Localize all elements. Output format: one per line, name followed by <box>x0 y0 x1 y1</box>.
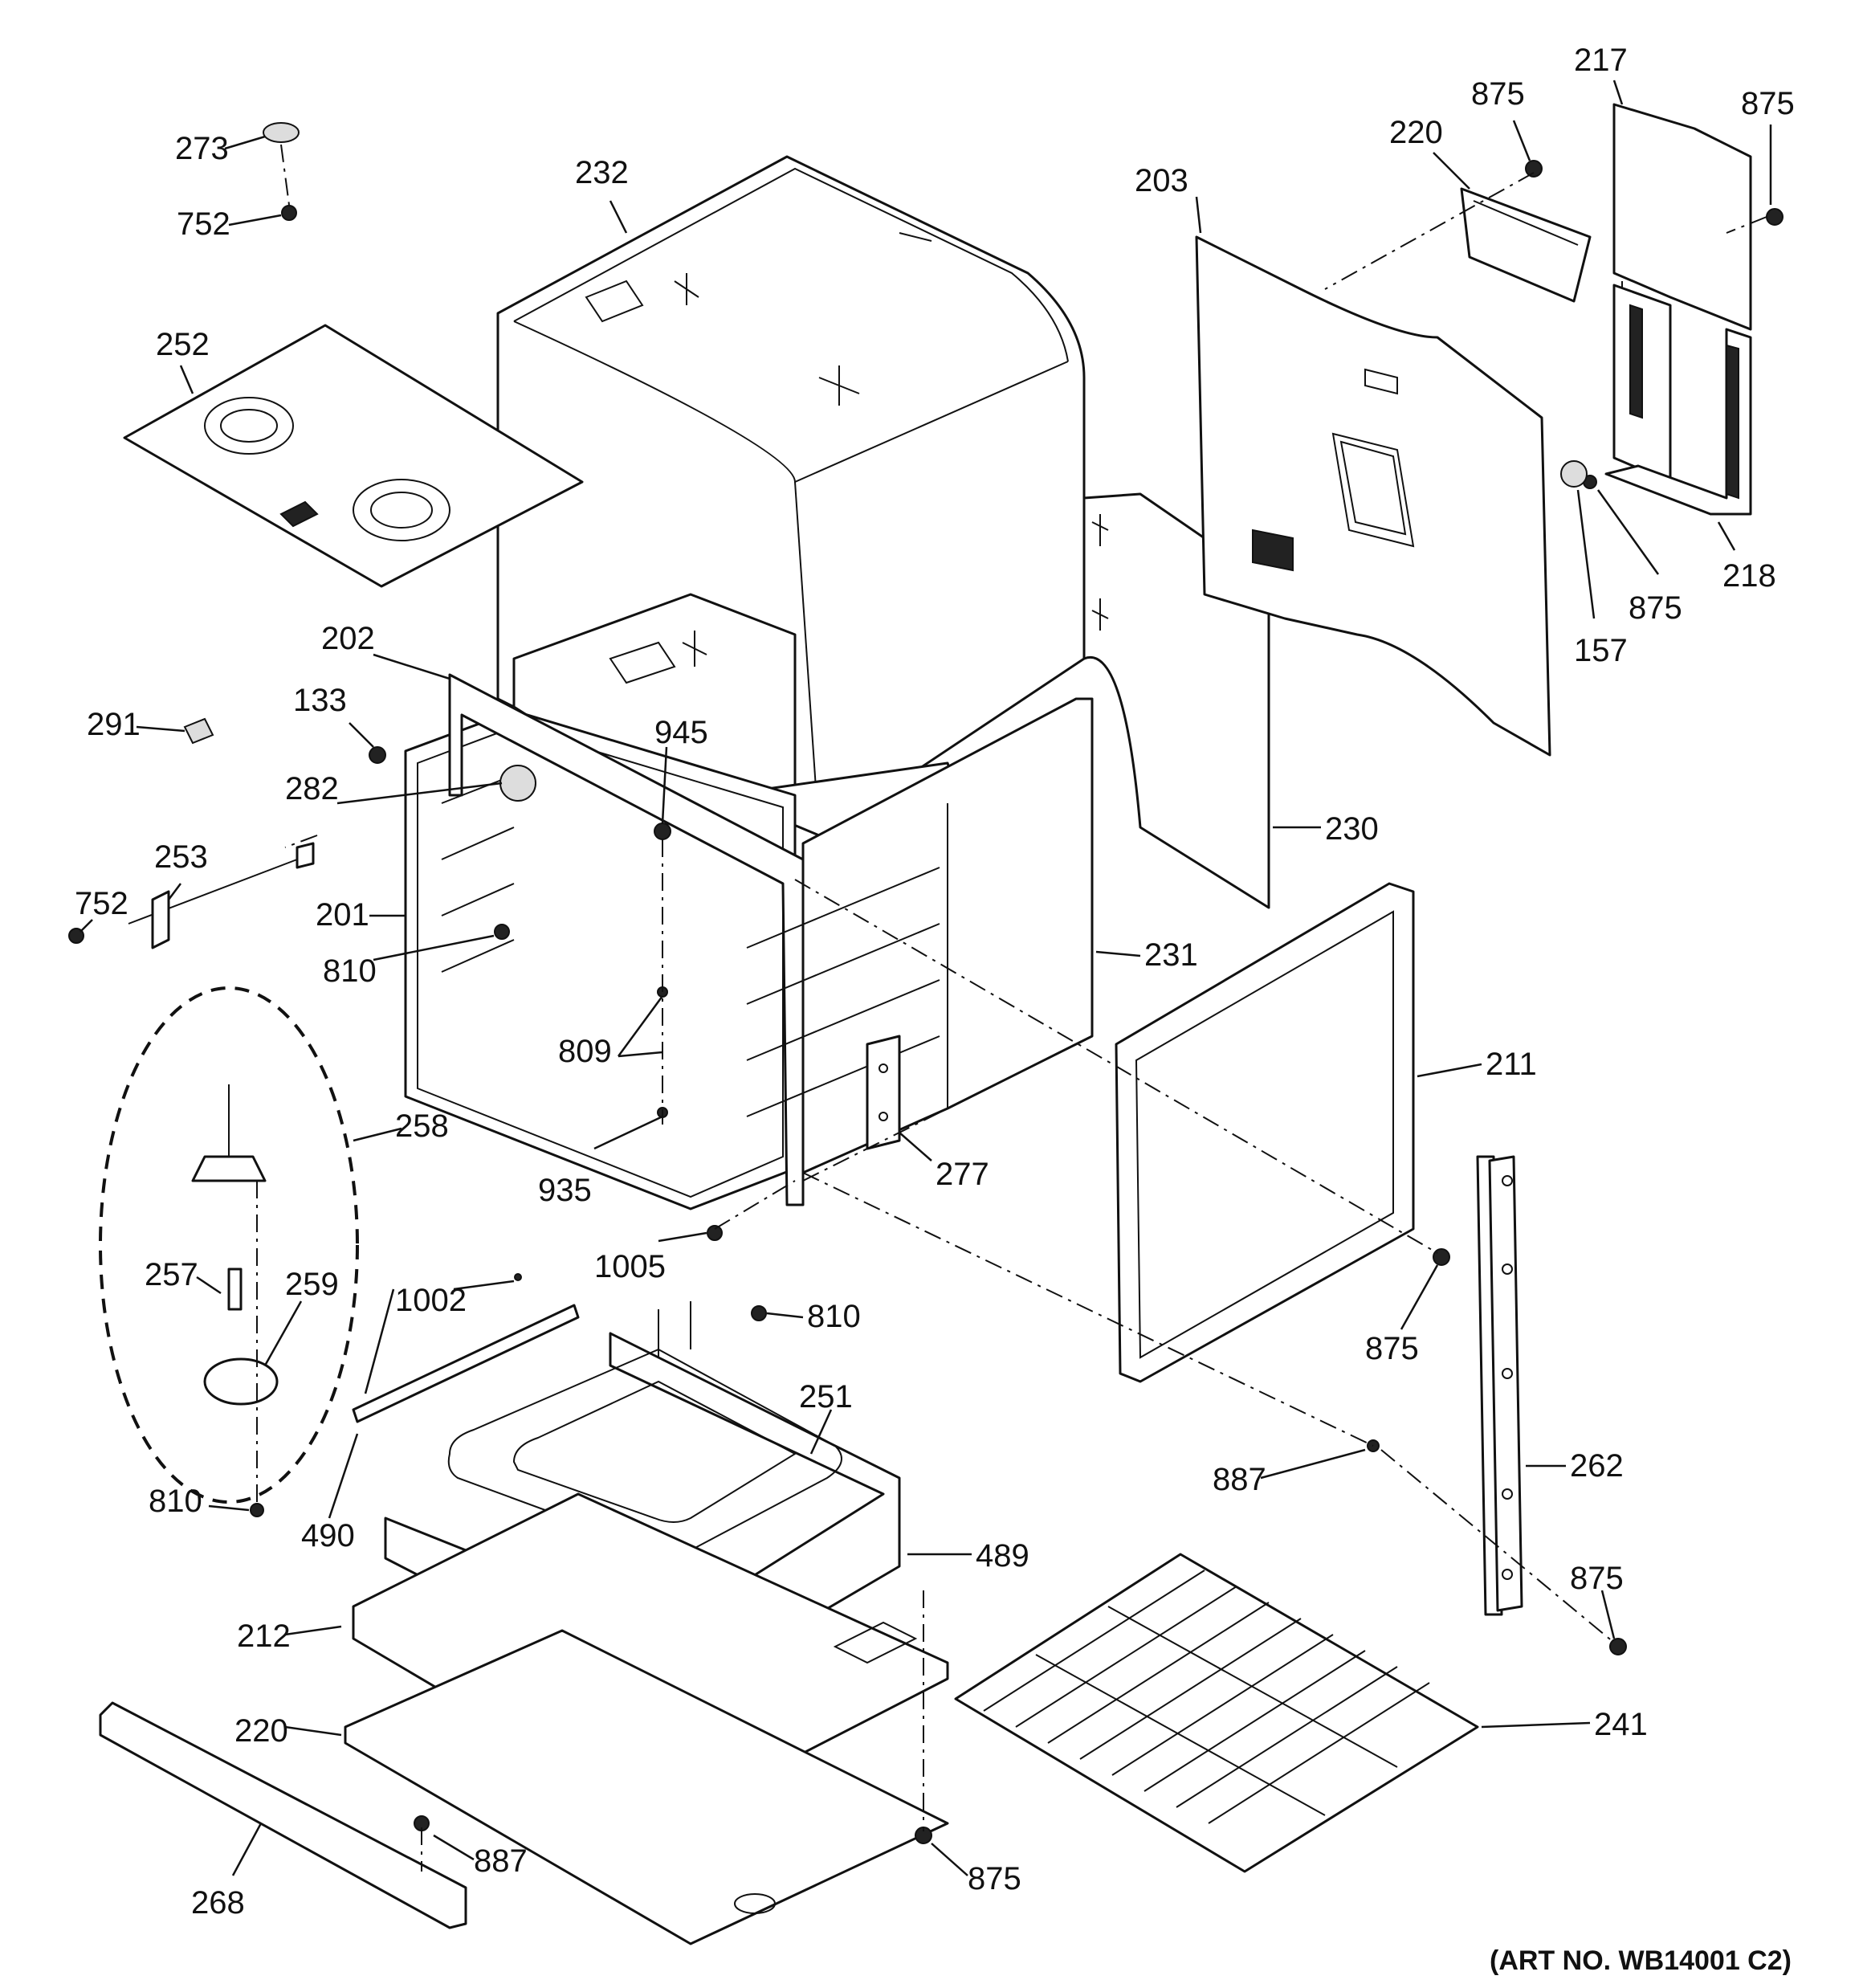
part-875-screw-e <box>1609 1638 1627 1655</box>
callout-211: 211 <box>1486 1047 1537 1082</box>
callout-887-b: 887 <box>474 1843 528 1879</box>
part-203-back-panel <box>1195 235 1551 757</box>
callout-218: 218 <box>1722 558 1776 594</box>
part-157-thermostat <box>1560 460 1588 488</box>
callout-935: 935 <box>538 1173 592 1208</box>
callout-875-d: 875 <box>1365 1331 1419 1366</box>
callout-220-b: 220 <box>234 1713 288 1749</box>
callout-230: 230 <box>1325 811 1379 847</box>
part-273-cap <box>263 122 300 143</box>
callout-133: 133 <box>293 683 347 718</box>
part-212-bottom-panel <box>352 1492 949 1825</box>
part-241-oven-rack <box>954 1553 1479 1873</box>
callout-273: 273 <box>175 131 229 166</box>
callout-810-a: 810 <box>323 953 377 989</box>
part-211-gasket <box>1115 882 1415 1383</box>
callout-875-a: 875 <box>1471 76 1525 112</box>
part-752-screw-a <box>281 205 297 221</box>
callout-labels: 273 752 232 252 202 133 291 282 945 253 … <box>75 43 1795 1921</box>
callout-259: 259 <box>285 1267 339 1302</box>
part-1005-bolt <box>707 1225 723 1241</box>
part-133-nut <box>369 746 386 764</box>
callout-875-c: 875 <box>1629 590 1682 626</box>
callout-291: 291 <box>87 707 141 742</box>
part-253-probe-rod <box>128 842 315 949</box>
part-277-hinge <box>866 1035 901 1150</box>
callout-201: 201 <box>316 897 369 933</box>
callout-282: 282 <box>285 771 339 806</box>
callout-241: 241 <box>1594 1707 1648 1742</box>
part-752-screw-b <box>68 928 84 944</box>
part-490-strip <box>352 1304 580 1423</box>
part-252-burner-plate <box>123 324 584 588</box>
callout-887-a: 887 <box>1213 1462 1266 1497</box>
part-232-outer-wrapper <box>496 155 1086 837</box>
part-810-screw-a <box>494 924 510 940</box>
callout-810-b: 810 <box>149 1484 202 1519</box>
part-220-bottom-panel <box>344 1629 949 1945</box>
assembly-lines <box>256 144 1767 1872</box>
part-220-bracket <box>1460 187 1592 303</box>
callout-268: 268 <box>191 1885 245 1921</box>
callout-258: 258 <box>395 1108 449 1144</box>
callout-810-c: 810 <box>807 1299 861 1334</box>
part-875-screw-a <box>1525 160 1543 178</box>
callout-202: 202 <box>321 621 375 656</box>
art-number: (ART NO. WB14001 C2) <box>1490 1945 1792 1976</box>
part-282-fan <box>499 765 536 802</box>
callout-157: 157 <box>1574 633 1628 668</box>
callout-875-f: 875 <box>968 1861 1021 1896</box>
fasteners <box>68 122 1784 1844</box>
callout-253: 253 <box>154 839 208 875</box>
part-258-sensor-group <box>99 986 359 1504</box>
part-810-screw-c <box>751 1305 767 1321</box>
part-875-screw-b <box>1766 208 1784 226</box>
callout-203: 203 <box>1135 163 1188 198</box>
callout-277: 277 <box>936 1157 989 1192</box>
callout-251: 251 <box>799 1379 853 1414</box>
part-875-screw-d <box>1433 1248 1450 1266</box>
callout-1002: 1002 <box>395 1283 467 1318</box>
part-251-broil-element <box>447 1301 842 1555</box>
callout-231: 231 <box>1144 937 1198 973</box>
part-217-control-cover <box>1612 103 1752 484</box>
leader-lines <box>79 80 1772 1876</box>
part-1002-pin <box>514 1273 522 1281</box>
part-945-gear <box>654 823 671 840</box>
callout-232: 232 <box>575 155 629 190</box>
callout-262: 262 <box>1570 1448 1624 1484</box>
part-291-clip <box>183 717 214 745</box>
callout-489: 489 <box>976 1538 1029 1574</box>
part-268-trim-strip <box>99 1701 467 1929</box>
callout-217: 217 <box>1574 43 1628 78</box>
callout-220-a: 220 <box>1389 115 1443 150</box>
callout-212: 212 <box>237 1619 291 1654</box>
callout-809: 809 <box>558 1034 612 1069</box>
callout-875-e: 875 <box>1570 1561 1624 1596</box>
callout-752-a: 752 <box>177 206 230 242</box>
callout-490: 490 <box>301 1518 355 1553</box>
part-810-screw-b <box>250 1503 264 1517</box>
callout-252: 252 <box>156 327 210 362</box>
part-262-side-rail <box>1476 1155 1523 1616</box>
callout-752-b: 752 <box>75 886 128 921</box>
callout-875-b: 875 <box>1741 86 1795 121</box>
callout-257: 257 <box>145 1257 198 1292</box>
part-218-control-box <box>1604 328 1752 516</box>
callout-945: 945 <box>654 715 708 750</box>
callout-1005: 1005 <box>594 1249 666 1284</box>
